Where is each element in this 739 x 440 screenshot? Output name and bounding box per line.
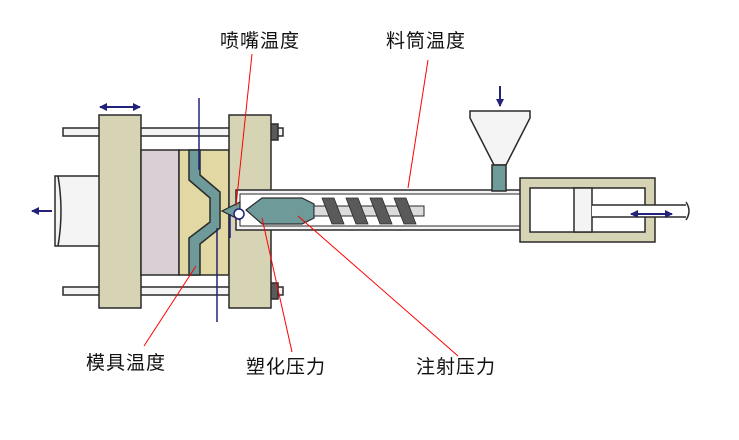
nozzle-thermocouple [233, 208, 245, 220]
moving-platen [98, 114, 142, 309]
pointer-barrel-temperature [407, 59, 429, 189]
label-barrel-temperature: 料筒温度 [386, 30, 467, 52]
moving-platen-ram [54, 175, 102, 247]
label-nozzle-temperature: 喷嘴温度 [220, 30, 301, 52]
tie-bars [62, 123, 284, 300]
label-injection-pressure: 注射压力 [416, 356, 497, 378]
pointer-nozzle-temperature [235, 53, 253, 207]
probes [198, 98, 231, 322]
pointer-mold-temperature [143, 265, 197, 347]
mold-half-moving [140, 149, 180, 276]
mold-half-fixed [178, 149, 230, 276]
tie-bar-bottom [62, 286, 284, 296]
screw [245, 197, 425, 225]
label-mold-temperature: 模具温度 [86, 352, 167, 374]
screw-flights [321, 197, 417, 225]
label-plasticizing-pressure: 塑化压力 [246, 356, 327, 378]
hopper-icon [469, 110, 531, 192]
pointer-plasticizing-pressure [261, 217, 293, 353]
tie-bar-top [62, 127, 284, 137]
mold [140, 149, 230, 276]
injection-cylinder [519, 177, 690, 243]
pointer-injection-pressure [297, 215, 459, 357]
mold-cavity [188, 149, 221, 276]
screw-shaft [313, 205, 425, 217]
pointer-lines [143, 53, 459, 357]
